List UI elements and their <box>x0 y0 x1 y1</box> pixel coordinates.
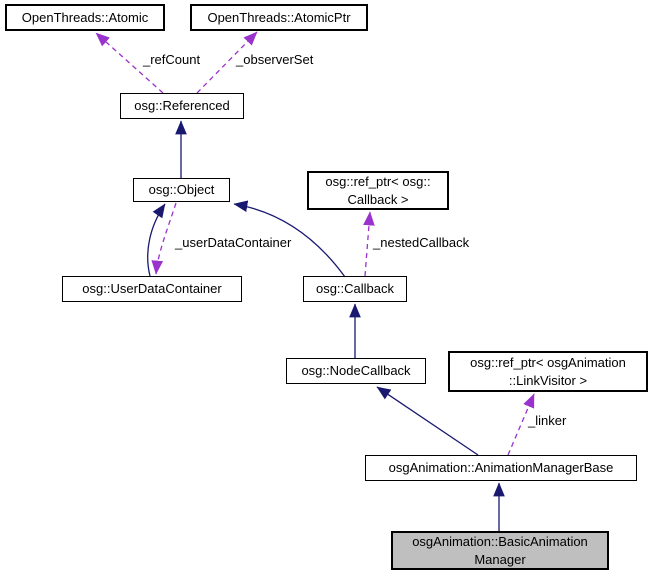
node-osg-callback[interactable]: osg::Callback <box>303 276 407 302</box>
node-label: osg::UserDataContainer <box>82 281 222 296</box>
node-openthreads-atomic[interactable]: OpenThreads::Atomic <box>5 4 165 31</box>
edge-label-nestedcallback: _nestedCallback <box>373 235 470 250</box>
edge-animationmanagerbase-inherits-nodecallback <box>376 386 479 456</box>
edge-userdatacontainer-inherits-object <box>147 203 166 277</box>
node-label: OpenThreads::Atomic <box>21 9 149 25</box>
node-osg-refptr-linkvisitor[interactable]: osg::ref_ptr< osgAnimation ::LinkVisitor… <box>448 351 648 392</box>
node-label: OpenThreads::AtomicPtr <box>207 9 351 25</box>
node-osganimation-animationmanagerbase[interactable]: osgAnimation::AnimationManagerBase <box>365 455 637 481</box>
edge-callback-nestedcallback-refptr <box>363 211 375 277</box>
edge-label-linker: _linker <box>528 413 567 428</box>
node-label-line1: osgAnimation::BasicAnimation <box>412 533 588 549</box>
node-label: osg::NodeCallback <box>301 363 411 378</box>
edge-referenced-refcount-atomic <box>95 32 164 94</box>
node-osg-nodecallback[interactable]: osg::NodeCallback <box>286 358 426 384</box>
node-label-line2: Callback > <box>347 191 409 207</box>
node-openthreads-atomicptr[interactable]: OpenThreads::AtomicPtr <box>190 4 368 31</box>
edge-callback-inherits-object <box>233 200 346 278</box>
node-label: osgAnimation::AnimationManagerBase <box>388 460 614 475</box>
node-osg-object[interactable]: osg::Object <box>133 178 230 202</box>
edge-object-userdatacontainer <box>151 202 177 275</box>
node-osg-referenced[interactable]: osg::Referenced <box>120 93 244 119</box>
node-osg-refptr-callback[interactable]: osg::ref_ptr< osg:: Callback > <box>307 171 449 210</box>
edge-label-refcount: _refCount <box>143 52 201 67</box>
node-label: osg::Object <box>148 182 215 197</box>
node-label-line2: ::LinkVisitor > <box>508 372 588 388</box>
edge-label-observerset: _observerSet <box>236 52 314 67</box>
edge-animationmanagerbase-linker-refptr <box>507 393 535 456</box>
edge-label-userdatacontainer: _userDataContainer <box>175 235 292 250</box>
node-label-line1: osg::ref_ptr< osgAnimation <box>470 354 626 370</box>
node-label-line1: osg::ref_ptr< osg:: <box>325 173 431 189</box>
node-osganimation-basicanimationmanager-current: osgAnimation::BasicAnimation Manager <box>391 531 609 570</box>
node-label: osg::Referenced <box>134 98 230 113</box>
node-label-line2: Manager <box>474 551 526 567</box>
node-label: osg::Callback <box>315 281 395 296</box>
node-osg-userdatacontainer[interactable]: osg::UserDataContainer <box>62 276 242 302</box>
